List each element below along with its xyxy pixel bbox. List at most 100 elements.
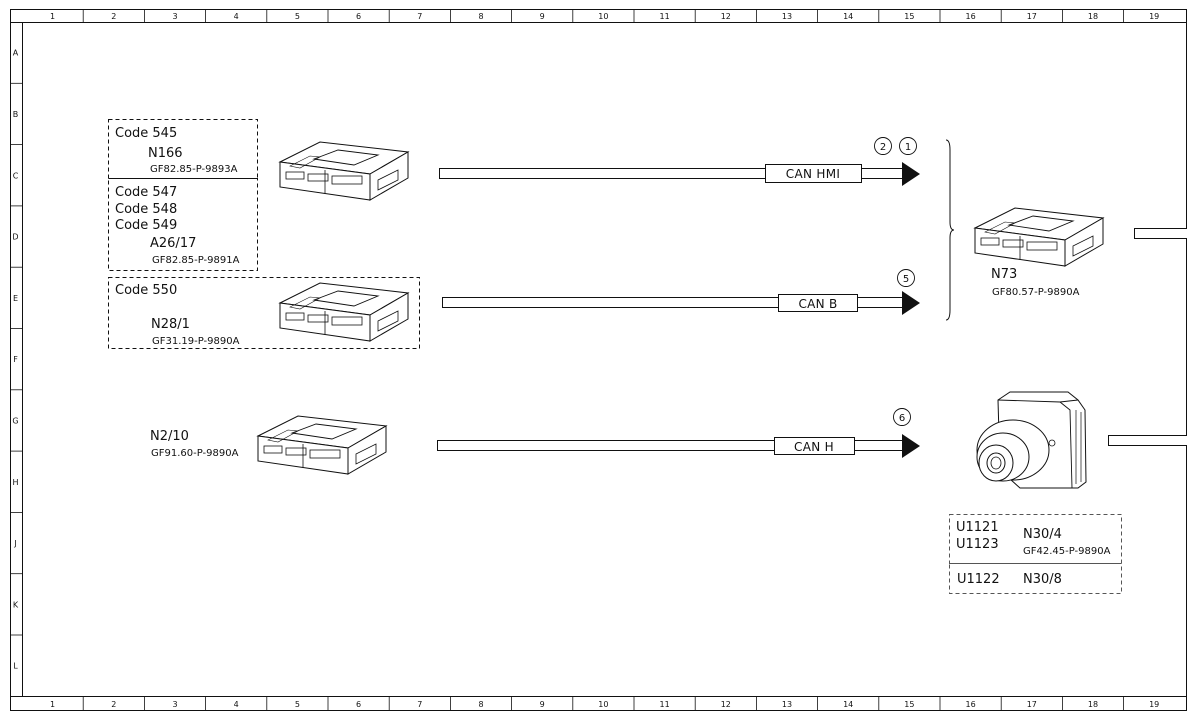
marker-2-circle bbox=[874, 137, 892, 155]
can-b-label: CAN B bbox=[798, 297, 837, 311]
ruler-col-label: 10 bbox=[598, 700, 608, 709]
ruler-row-label: L bbox=[13, 662, 18, 671]
ruler-col-label: 1 bbox=[50, 700, 55, 709]
group-box-code-550 bbox=[108, 277, 420, 349]
ruler-col-label: 19 bbox=[1149, 700, 1159, 709]
ruler-col-label: 5 bbox=[295, 12, 300, 21]
ruler-col-label: 3 bbox=[172, 12, 177, 21]
ruler-col-label: 8 bbox=[478, 12, 483, 21]
ruler-col-label: 12 bbox=[721, 12, 731, 21]
ruler-col-label: 18 bbox=[1088, 12, 1098, 21]
n166-module-icon bbox=[279, 141, 409, 201]
marker-6-circle bbox=[893, 408, 911, 426]
n304-label: N30/4 bbox=[1023, 527, 1062, 542]
ruler-col-label: 13 bbox=[782, 12, 792, 21]
ruler-row-label: J bbox=[13, 539, 16, 548]
can-h-arrow-icon bbox=[902, 434, 920, 458]
group-box-n308 bbox=[949, 563, 1122, 594]
u1121-label: U1121 bbox=[956, 520, 999, 535]
ruler-col-label: 6 bbox=[356, 12, 361, 21]
n281-label: N28/1 bbox=[151, 317, 190, 332]
ruler-row-label: A bbox=[13, 49, 19, 58]
n166-ref: GF82.85-P-9893A bbox=[150, 164, 238, 175]
ruler-col-label: 14 bbox=[843, 700, 853, 709]
group-box-code-547 bbox=[108, 178, 258, 271]
can-hmi-label: CAN HMI bbox=[786, 167, 840, 181]
can-h-label-box bbox=[774, 437, 855, 455]
ruler-row-label: B bbox=[13, 110, 19, 119]
ruler-col-label: 19 bbox=[1149, 12, 1159, 21]
ruler-col-label: 8 bbox=[478, 700, 483, 709]
ruler-row-label: D bbox=[12, 233, 18, 242]
ruler-col-label: 7 bbox=[417, 700, 422, 709]
group-box-n304 bbox=[949, 514, 1122, 564]
ruler-row-label: G bbox=[12, 416, 18, 425]
ruler-col-label: 9 bbox=[540, 700, 545, 709]
marker-1: 1 bbox=[905, 142, 911, 153]
ruler-col-label: 11 bbox=[660, 12, 670, 21]
marker-5-circle bbox=[897, 269, 915, 287]
n166-label: N166 bbox=[148, 146, 183, 161]
ruler-col-label: 16 bbox=[966, 700, 976, 709]
hydraulic-unit-icon bbox=[976, 391, 1087, 489]
code-545-label: Code 545 bbox=[115, 126, 177, 141]
ruler-col-label: 14 bbox=[843, 12, 853, 21]
n210-ref: GF91.60-P-9890A bbox=[151, 448, 239, 459]
ruler-row-label: H bbox=[12, 478, 18, 487]
n308-label: N30/8 bbox=[1023, 572, 1062, 587]
marker-5: 5 bbox=[903, 274, 909, 285]
code-550-label: Code 550 bbox=[115, 283, 177, 298]
n210-module-icon bbox=[257, 415, 387, 475]
ruler-col-label: 12 bbox=[721, 700, 731, 709]
code-547-label: Code 547 bbox=[115, 185, 177, 200]
n73-ref: GF80.57-P-9890A bbox=[992, 287, 1080, 298]
ruler-row-label: F bbox=[13, 355, 18, 364]
n73-output-line bbox=[1134, 228, 1187, 239]
code-548-label: Code 548 bbox=[115, 202, 177, 217]
ruler-col-label: 5 bbox=[295, 700, 300, 709]
a2617-ref: GF82.85-P-9891A bbox=[152, 255, 240, 266]
ruler-col-label: 15 bbox=[904, 700, 914, 709]
group-box-code-545 bbox=[108, 119, 258, 179]
can-hmi-label-box bbox=[765, 164, 862, 183]
ruler-col-label: 2 bbox=[111, 700, 116, 709]
u1122-label: U1122 bbox=[957, 572, 1000, 587]
ruler-row-label: K bbox=[13, 600, 19, 609]
n304-ref: GF42.45-P-9890A bbox=[1023, 546, 1111, 557]
ruler-ticks: 1122334455667788991010111112121313141415… bbox=[10, 9, 1159, 710]
ruler-row-label: E bbox=[13, 294, 18, 303]
ruler-col-label: 7 bbox=[417, 12, 422, 21]
a2617-label: A26/17 bbox=[150, 236, 196, 251]
ruler-col-label: 16 bbox=[966, 12, 976, 21]
ruler-col-label: 3 bbox=[172, 700, 177, 709]
can-b-arrow-icon bbox=[902, 291, 920, 315]
ruler-col-label: 11 bbox=[660, 700, 670, 709]
outer-frame bbox=[10, 9, 1187, 711]
marker-6: 6 bbox=[899, 413, 905, 424]
ruler-col-label: 10 bbox=[598, 12, 608, 21]
n281-module-icon bbox=[279, 282, 409, 342]
u1123-label: U1123 bbox=[956, 537, 999, 552]
ruler-col-label: 9 bbox=[540, 12, 545, 21]
ruler-col-label: 17 bbox=[1027, 700, 1037, 709]
n210-label: N2/10 bbox=[150, 429, 189, 444]
ruler-col-label: 6 bbox=[356, 700, 361, 709]
can-h-label: CAN H bbox=[794, 440, 834, 454]
ruler-col-label: 13 bbox=[782, 700, 792, 709]
ruler-row-label: C bbox=[13, 171, 19, 180]
can-hmi-arrow-icon bbox=[902, 162, 920, 186]
ruler-col-label: 4 bbox=[234, 700, 239, 709]
marker-2: 2 bbox=[880, 142, 886, 153]
curly-brace bbox=[945, 139, 955, 321]
ruler-col-label: 4 bbox=[234, 12, 239, 21]
marker-1-circle bbox=[899, 137, 917, 155]
ruler-col-label: 2 bbox=[111, 12, 116, 21]
n73-module-icon bbox=[974, 207, 1104, 267]
ruler-col-label: 15 bbox=[904, 12, 914, 21]
n73-label: N73 bbox=[991, 267, 1017, 282]
can-b-label-box bbox=[778, 294, 858, 312]
ruler-col-label: 1 bbox=[50, 12, 55, 21]
n281-ref: GF31.19-P-9890A bbox=[152, 336, 240, 347]
n304-output-line bbox=[1108, 435, 1187, 446]
